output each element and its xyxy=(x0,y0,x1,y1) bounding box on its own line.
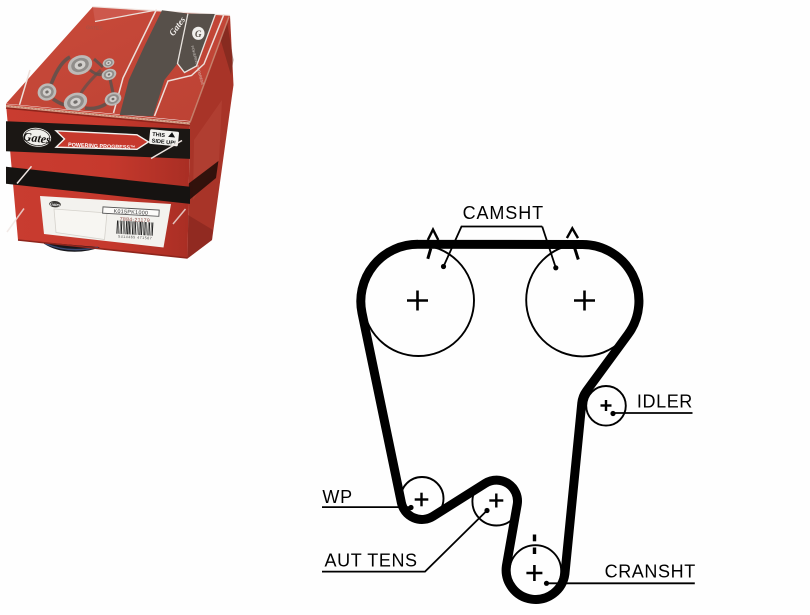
svg-text:SIDE UP!: SIDE UP! xyxy=(151,138,176,146)
svg-text:Gates: Gates xyxy=(50,202,61,208)
svg-text:IDLER: IDLER xyxy=(637,391,693,411)
svg-text:AUT TENS: AUT TENS xyxy=(325,550,418,570)
svg-text:5414465 471567: 5414465 471567 xyxy=(118,235,152,241)
svg-text:7884-21179: 7884-21179 xyxy=(119,217,150,225)
svg-text:CAMSHT: CAMSHT xyxy=(463,203,544,223)
svg-text:G: G xyxy=(195,29,202,39)
svg-text:K015PK1000: K015PK1000 xyxy=(113,209,148,217)
svg-text:THIS: THIS xyxy=(152,132,166,139)
svg-text:Gates: Gates xyxy=(22,129,52,146)
svg-text:GATES: GATES xyxy=(86,25,104,32)
svg-text:CRANSHT: CRANSHT xyxy=(605,562,696,582)
svg-text:POWERING PROGRESS™: POWERING PROGRESS™ xyxy=(68,142,136,151)
svg-text:WP: WP xyxy=(322,487,353,507)
